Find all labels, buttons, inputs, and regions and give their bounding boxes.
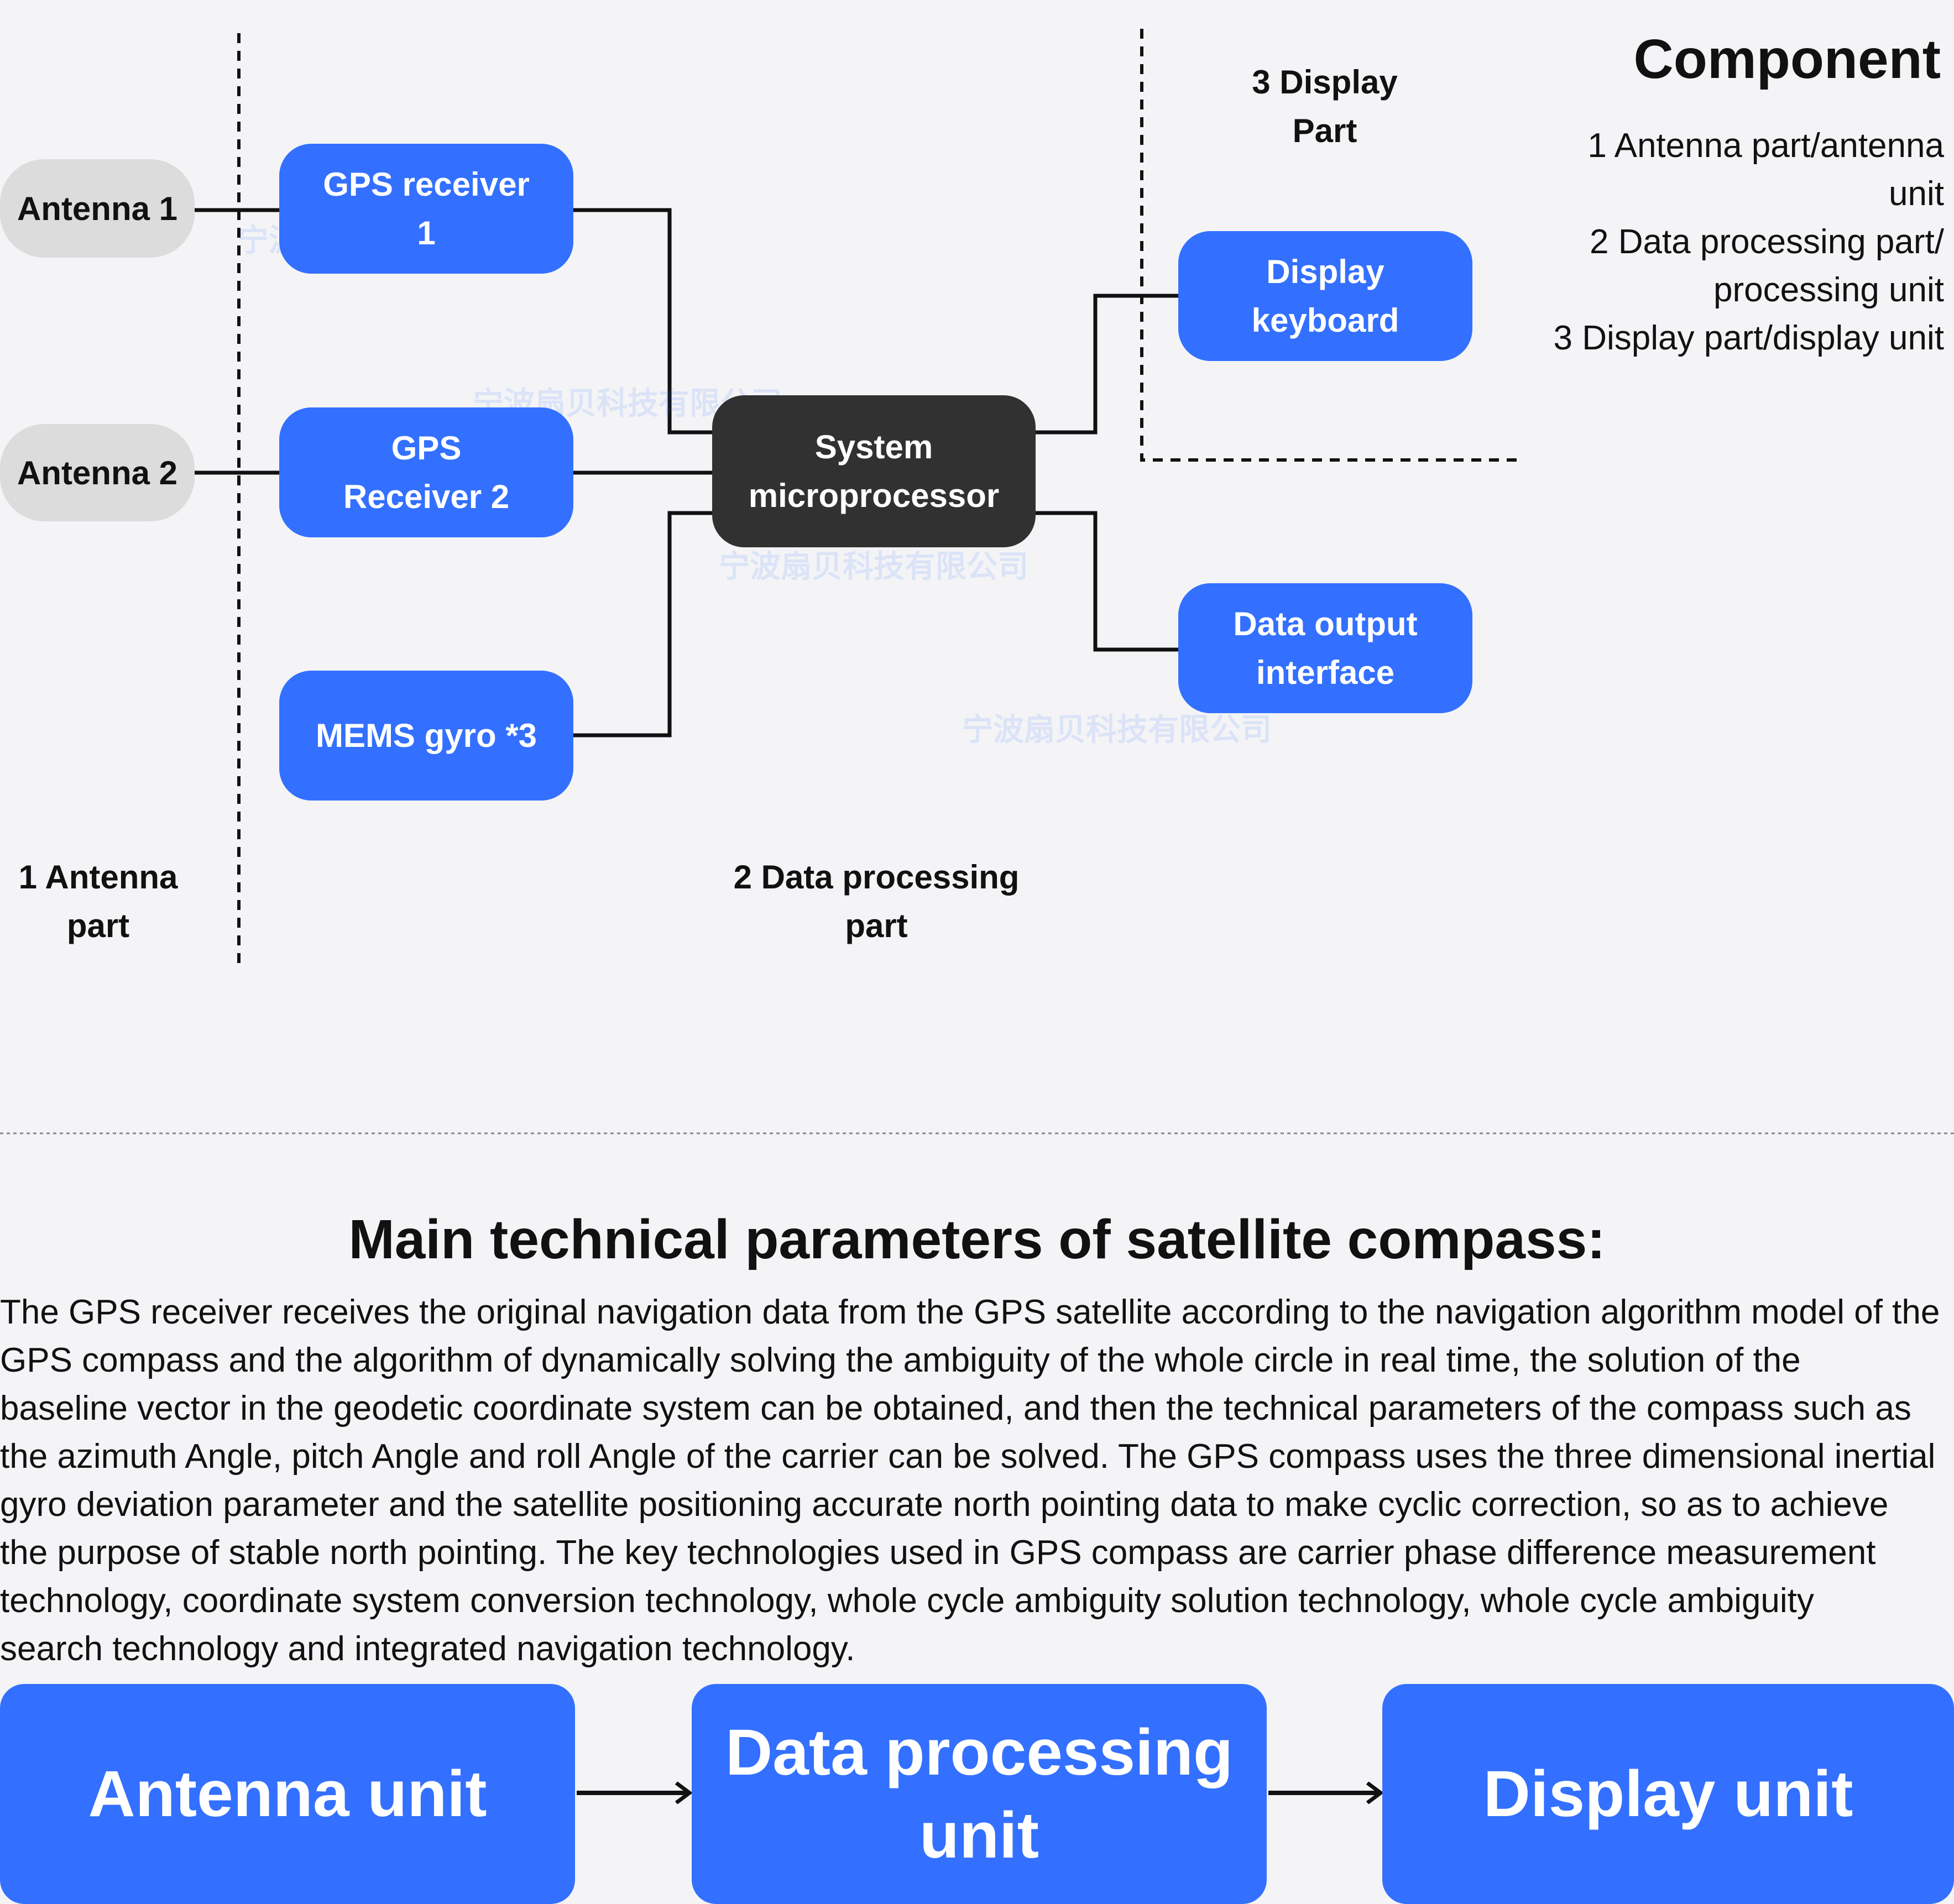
legend-item: 1 Antenna part/antenna unit	[1587, 127, 1944, 213]
watermark: 宁波扇贝科技有限公司	[962, 712, 1272, 747]
gps-receiver-2-node: GPS Receiver 2	[279, 407, 573, 537]
mems-gyro-node: MEMS gyro *3	[279, 671, 573, 801]
connector-receiver1-mcu	[573, 208, 712, 435]
display-part-label: 3 Display Part	[1252, 64, 1398, 149]
antenna-unit-box: Antenna unit	[0, 1684, 575, 1904]
data-processing-part-label: 2 Data processing part	[733, 859, 1020, 944]
legend-title: Component	[1633, 28, 1941, 90]
antenna-1-node: Antenna 1	[0, 159, 195, 258]
parameters-body: The GPS receiver receives the original n…	[0, 1293, 1940, 1668]
legend-item: 2 Data processing part/ processing unit	[1589, 223, 1944, 309]
connector-gyro-mcu	[573, 511, 712, 737]
legend-item: 3 Display part/display unit	[1553, 319, 1944, 357]
system-microprocessor-node: System microprocessor	[712, 395, 1036, 547]
legend-list: 1 Antenna part/antenna unit 2 Data proce…	[1554, 122, 1944, 362]
parameters-title: Main technical parameters of satellite c…	[348, 1209, 1606, 1270]
antenna-2-node: Antenna 2	[0, 424, 195, 521]
data-output-interface-node: Data output interface	[1178, 583, 1472, 713]
connector-mcu-output	[1036, 511, 1178, 652]
connector-mcu-display	[1036, 294, 1178, 435]
gps-receiver-1-node: GPS receiver 1	[279, 144, 573, 274]
display-unit-box: Display unit	[1382, 1684, 1954, 1904]
display-part-divider	[1140, 29, 1521, 462]
display-keyboard-node: Display keyboard	[1178, 231, 1472, 361]
watermark: 宁波扇贝科技有限公司	[719, 549, 1028, 584]
data-processing-unit-box: Data processing unit	[692, 1684, 1267, 1904]
antenna-part-label: 1 Antenna part	[18, 859, 178, 944]
